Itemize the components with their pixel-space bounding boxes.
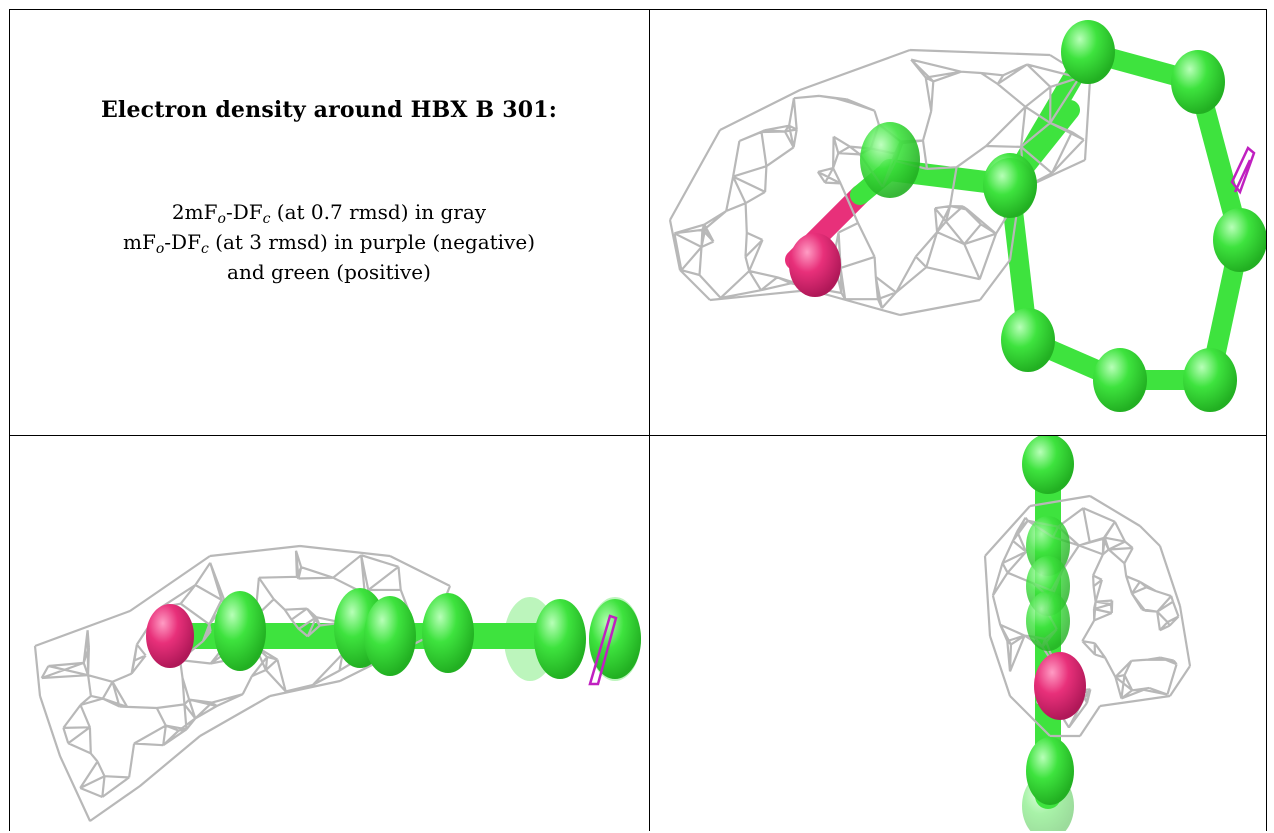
carbon-atom xyxy=(214,591,266,671)
caption-line-1: 2mFo-DFc (at 0.7 rmsd) in gray xyxy=(171,200,487,227)
oxygen-atom xyxy=(789,233,841,297)
caption-cell: Electron density around HBX B 301: 2mFo-… xyxy=(9,9,649,429)
carbon-atom xyxy=(1093,348,1147,412)
caption-line-3: and green (positive) xyxy=(227,260,431,284)
carbon-atom xyxy=(534,599,586,679)
oxygen-atom xyxy=(146,604,194,668)
view-bottom-left xyxy=(10,436,649,831)
table-right-border xyxy=(1266,9,1267,831)
carbon-atom xyxy=(1171,50,1225,114)
view-bottom-right xyxy=(650,436,1266,831)
carbon-atom xyxy=(1061,20,1115,84)
view-top-right xyxy=(650,10,1266,435)
oxygen-atom xyxy=(1034,652,1086,720)
negative-density-mesh xyxy=(1230,146,1256,195)
carbon-atom xyxy=(860,122,920,198)
density-view-3 xyxy=(983,436,1192,831)
table-left-border xyxy=(9,9,10,831)
density-mesh xyxy=(983,494,1192,738)
carbon-atom xyxy=(984,158,1036,218)
carbon-atom xyxy=(1183,348,1237,412)
carbon-atom xyxy=(1026,737,1074,805)
carbon-atom xyxy=(1022,436,1074,494)
density-view-2 xyxy=(33,544,641,822)
table-center-border xyxy=(649,9,650,831)
table-top-border xyxy=(9,9,1267,10)
carbon-atom xyxy=(364,596,416,676)
density-mesh xyxy=(33,544,452,822)
density-view-1 xyxy=(668,20,1266,412)
negative-density-mesh xyxy=(588,614,618,686)
caption-legend: 2mFo-DFc (at 0.7 rmsd) in gray mFo-DFc (… xyxy=(9,197,649,287)
carbon-atom xyxy=(1213,208,1266,272)
caption-line-2: mFo-DFc (at 3 rmsd) in purple (negative) xyxy=(123,230,535,257)
table-middle-border xyxy=(9,435,1267,436)
carbon-atom xyxy=(1026,591,1070,651)
figure-table: Electron density around HBX B 301: 2mFo-… xyxy=(9,9,1267,831)
carbon-atom xyxy=(1001,308,1055,372)
carbon-atom xyxy=(589,599,641,679)
caption-title: Electron density around HBX B 301: xyxy=(100,97,558,123)
carbon-atom xyxy=(422,593,474,673)
